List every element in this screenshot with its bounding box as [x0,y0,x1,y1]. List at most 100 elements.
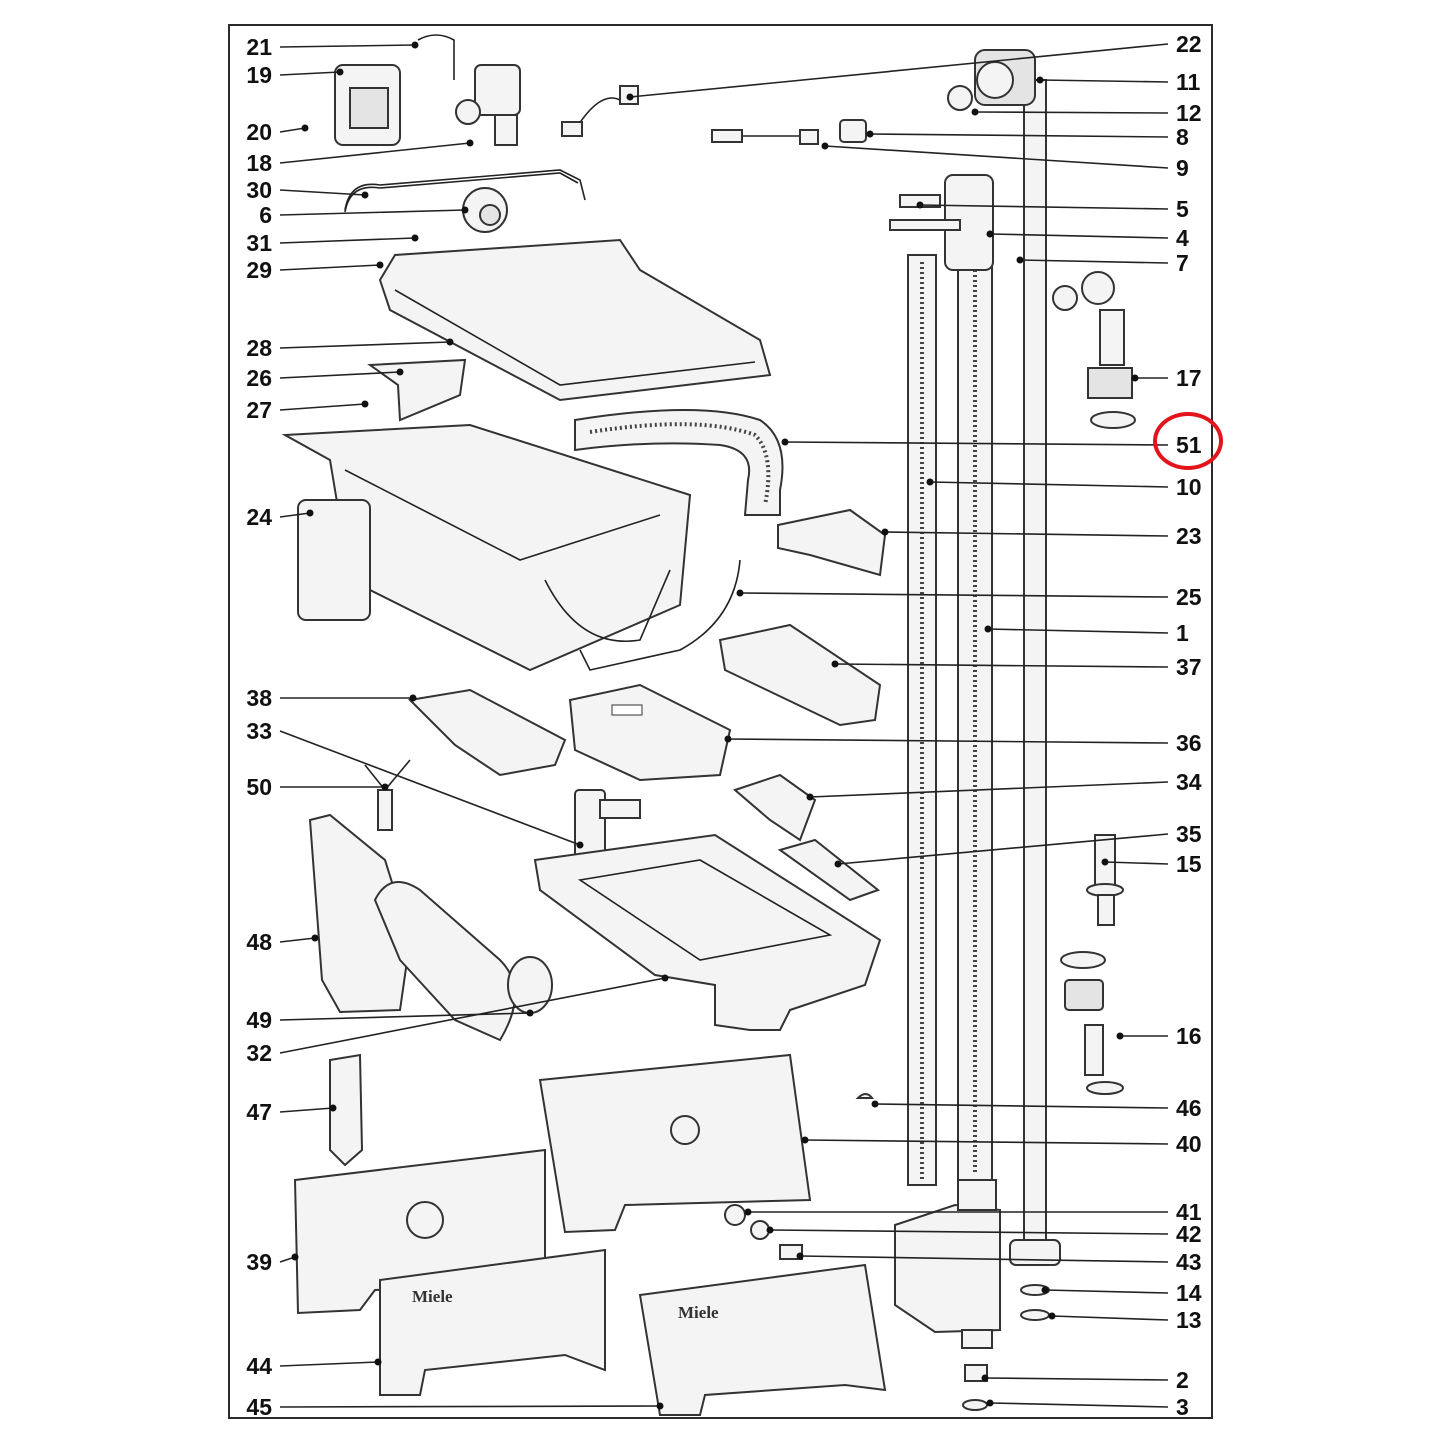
leader-line-3-dot [986,1399,994,1407]
leader-line-33 [279,730,581,846]
callout-label-29: 29 [246,257,272,283]
leader-line-20-dot [301,124,309,132]
leader-line-10-dot [926,478,934,486]
leader-line-9-dot [821,142,829,150]
leader-line-45-dot [656,1402,664,1410]
drawer-36 [568,683,732,782]
leader-line-10 [929,481,1169,488]
callout-label-45: 45 [246,1394,272,1420]
leader-line-27 [279,403,366,411]
leader-line-48 [279,937,316,943]
leader-line-23-dot [881,528,889,536]
leader-line-17-dot [1131,374,1139,382]
leader-line-12-dot [971,108,979,116]
callout-label-11: 11 [1176,69,1201,95]
callout-label-4: 4 [1176,225,1189,251]
leader-line-11-dot [1036,76,1044,84]
leader-line-13 [1051,1315,1169,1321]
callout-label-12: 12 [1176,100,1202,126]
leader-line-39-dot [291,1253,299,1261]
leader-line-9 [824,145,1169,169]
callout-label-3: 3 [1176,1394,1189,1420]
elbow-fitting-11 [947,49,1036,111]
dispenser-lid-28 [378,238,772,402]
callout-label-23: 23 [1176,523,1202,549]
connector-6 [462,187,508,233]
leader-line-35-dot [834,860,842,868]
leader-line-8 [869,133,1169,138]
callout-label-41: 41 [1176,1199,1202,1225]
callout-label-10: 10 [1176,474,1202,500]
callout-label-20: 20 [246,119,272,145]
leader-line-42 [769,1229,1169,1235]
front-panel-44: Miele [379,1248,606,1396]
callout-label-15: 15 [1176,851,1202,877]
leader-line-44-dot [374,1358,382,1366]
valve-18 [455,64,521,146]
leader-line-42-dot [766,1226,774,1234]
callout-label-50: 50 [246,774,272,800]
fittings-15-16 [1060,834,1124,1095]
leader-line-50-dot [381,783,389,791]
callout-label-22: 22 [1176,31,1202,57]
callout-label-31: 31 [246,230,272,256]
dispenser-hose-51 [574,409,784,516]
leader-line-19 [279,71,341,76]
callout-label-39: 39 [246,1249,272,1275]
leader-line-37 [834,663,1169,668]
leader-line-47 [279,1107,334,1113]
panel-40 [538,1053,812,1234]
leader-line-4-dot [986,230,994,238]
callout-label-5: 5 [1176,196,1189,222]
solenoid-valve-19 [334,64,401,146]
leader-line-2-dot [981,1374,989,1382]
leader-line-16-dot [1116,1032,1124,1040]
leader-line-46-dot [871,1100,879,1108]
leader-line-30 [279,189,366,196]
leader-line-40 [804,1139,1169,1145]
leader-line-14 [1044,1289,1169,1294]
leader-line-29 [279,264,381,271]
callout-label-7: 7 [1176,250,1189,276]
leader-line-4 [989,233,1169,239]
callout-label-42: 42 [1176,1221,1202,1247]
callout-label-2: 2 [1176,1367,1189,1393]
leader-line-27-dot [361,400,369,408]
callout-label-9: 9 [1176,155,1189,181]
leader-line-40-dot [801,1136,809,1144]
inlet-hose-10 [907,254,937,1186]
leader-line-28-dot [446,338,454,346]
leader-line-20 [279,127,306,133]
leader-line-51-dot [781,438,789,446]
callout-label-47: 47 [246,1099,272,1125]
leader-line-46 [874,1103,1169,1109]
callout-label-36: 36 [1176,730,1202,756]
callout-label-27: 27 [246,397,272,423]
leader-line-29-dot [376,261,384,269]
leader-line-22-dot [626,93,634,101]
callout-label-49: 49 [246,1007,272,1033]
cable-8-9 [711,119,867,145]
callout-label-26: 26 [246,365,272,391]
callout-label-37: 37 [1176,654,1202,680]
leader-line-32-dot [661,974,669,982]
leader-line-48-dot [311,934,319,942]
leader-line-21-dot [411,41,419,49]
callout-label-46: 46 [1176,1095,1202,1121]
callout-label-34: 34 [1176,769,1202,795]
callout-label-24: 24 [246,504,272,530]
callout-label-17: 17 [1176,365,1202,391]
callout-label-43: 43 [1176,1249,1202,1275]
leader-line-26 [279,371,401,379]
callout-label-21: 21 [246,34,272,60]
dispenser-housing-24 [281,423,692,672]
callout-label-13: 13 [1176,1307,1202,1333]
leader-line-35 [837,833,1169,865]
leader-line-25 [739,592,1169,598]
leader-line-18-dot [466,139,474,147]
clip-21 [417,34,455,80]
leader-line-8-dot [866,130,874,138]
callout-label-18: 18 [246,150,272,176]
leader-line-13-dot [1048,1312,1056,1320]
leader-line-6-dot [461,206,469,214]
